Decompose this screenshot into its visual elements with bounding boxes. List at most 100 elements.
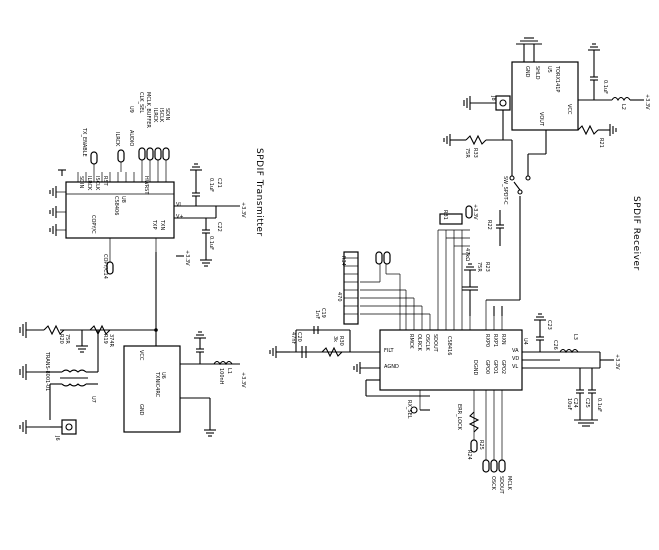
bus-label-0: CLK_SEL — [138, 92, 144, 113]
u8-label-2: COPY/C — [90, 215, 96, 234]
u5-label-2: VCC — [566, 104, 572, 115]
u4-label-3: AGND — [384, 364, 399, 370]
rx-bottom-outputs: ERR_LOCK R24 OSCK SDOUT MCLK R25 — [456, 404, 512, 495]
rx-part-33v-b: +3.3V — [614, 354, 620, 370]
tx-part-r19-val: 374R — [108, 334, 114, 348]
rx-part-01uf-b: 0.1uF — [602, 80, 608, 94]
tx-part-audio: AUDIO — [128, 130, 134, 146]
rx-part-c24: C24 — [572, 398, 578, 408]
rx-part-01uf: 0.1uF — [596, 398, 602, 412]
jack-j6: J6 — [19, 419, 77, 441]
tx-part-ilrck: ILRCK — [114, 132, 120, 147]
rx-filter-network: C19 1nF C20 47nF R30 3k RX_SEL — [269, 308, 430, 419]
tx-part-c21: C21 — [216, 178, 222, 188]
u6-label-2: VCC — [138, 350, 144, 361]
ic-u5: U5 TORX141P VCC VOUT GND SHLD L2 +3.3V 0… — [511, 37, 650, 154]
rx-part-r33: R33 — [472, 148, 478, 158]
tx-part-copyc14: COPY/C14 — [102, 254, 108, 279]
copy-c14-connector: COPY/C14 — [102, 254, 114, 279]
tx-part-r19: R19 — [102, 334, 108, 344]
u4-label-2: FILT — [384, 348, 394, 354]
tx-decoupling: C21 C22 0.1uF 0.1uF +3.3V +3.3V — [174, 163, 246, 267]
u5-label-0: U5 — [546, 66, 552, 73]
u4-label-13: GPO1 — [492, 360, 498, 374]
u4-label-15: RXP0 — [484, 334, 490, 347]
rx-part-r23: R23 — [484, 262, 490, 272]
rx-part-r30: R30 — [338, 336, 344, 346]
u6-label-1: TXNIC4RC — [154, 371, 160, 398]
tx-part-c22: C22 — [216, 222, 222, 232]
rx-part-c19-val: 1nF — [314, 310, 320, 319]
u8-label-3: SDIN — [78, 176, 84, 188]
rx-part-75r-b: 75R — [464, 148, 470, 158]
u4-label-6: OSCLK — [424, 334, 430, 351]
rx-part-r30-val: 3k — [332, 336, 338, 342]
rx-input-routing: R22 R23 75R — [462, 210, 521, 316]
u4-label-10: VL — [512, 364, 518, 370]
rx-power-section: L3 C23 C24 C25 0.1uF 10uF +3.3V C26 — [522, 313, 620, 427]
u8-label-9: TXN — [159, 219, 165, 230]
tx-part-33v-c: +3.3V — [240, 372, 246, 388]
u4-label-0: U4 — [522, 338, 528, 345]
transformer-u7: U7 TRANS-8001-01 — [19, 330, 99, 420]
spdif-transmitter-title: SPDIF Transmitter — [254, 148, 264, 237]
u8-left-grounds — [49, 169, 66, 236]
u4-label-7: SDOUT — [432, 334, 438, 353]
tx-j6-label: J6 — [54, 435, 60, 441]
u5-label-5: SHLD — [534, 66, 540, 80]
u8-label-4: ILRCK — [86, 176, 92, 191]
rx-part-c26: C26 — [552, 340, 558, 350]
rx-part-r31-val: 47kΩ — [464, 248, 470, 261]
switch-spdt: SW_SPDT-C — [502, 153, 546, 220]
u4-label-16: RXP1 — [492, 334, 498, 347]
rx-part-r22: R22 — [486, 220, 492, 230]
tx-part-r20-val: 75R — [64, 334, 70, 344]
bus-label-2: ILRCK — [152, 108, 158, 123]
bus-label-3: ISCLK — [158, 108, 164, 123]
rx-pack-label-1: 470 — [336, 292, 342, 302]
spdif-receiver-title: SPDIF Receiver — [631, 196, 641, 271]
rx-part-r25: R25 — [478, 440, 484, 450]
tx-part-cap-val2: 0.1uF — [208, 236, 214, 250]
tx-part-r20: R20 — [58, 334, 64, 344]
u7-label-0: U7 — [90, 396, 96, 403]
bus-label-4: SDIN — [164, 108, 170, 120]
rx-part-mclk: MCLK — [506, 476, 512, 491]
rx-j8-label: J8 — [490, 95, 496, 101]
u4-label-1: CS8416 — [446, 336, 452, 355]
rx-part-sdout: SDOUT — [498, 476, 504, 495]
u4-label-8: VA — [512, 348, 519, 354]
u4-label-12: GPO0 — [484, 360, 490, 374]
rx-part-errlock: ERR_LOCK — [456, 404, 462, 431]
u4-label-17: RXN — [500, 334, 506, 345]
rx-part-c25: C25 — [584, 398, 590, 408]
ic-u4-cs8416: U4 CS8416 FILT AGND RMCK OLRCK OSCLK SDO… — [379, 230, 528, 460]
rx-part-10uf: 10uF — [566, 398, 572, 411]
rx-part-75r: 75R — [476, 262, 482, 272]
rx-digital-routing: R34 470 R31 47kΩ +3.3V — [336, 204, 478, 330]
rx-part-c20: C20 — [296, 332, 302, 342]
u4-label-9: VD — [512, 356, 519, 362]
tx-part-33v: +3.3V — [240, 202, 246, 218]
rx-part-33v-c: +3.3V — [644, 94, 650, 110]
bus-label-1: MCLK_BUFFER — [145, 92, 151, 128]
u8-label-0: U8 — [120, 196, 126, 203]
u8-label-5: ISCLK — [94, 176, 100, 191]
tx-part-l1-val: 100nH — [218, 368, 224, 385]
tx-part-l1: L1 — [226, 368, 232, 374]
rx-part-osck: OSCK — [490, 476, 496, 491]
ic-u8-cs8406: U8 CS8406 COPY/C SDIN ILRCK ISCLK RST HW… — [56, 160, 184, 262]
u4-label-11: DGND — [472, 360, 478, 375]
u4-label-5: OLRCK — [416, 334, 422, 351]
tx-part-33v-b: +3.3V — [184, 250, 190, 266]
rx-pack-label-0: R34 — [340, 256, 346, 266]
rx-part-rxsel: RX_SEL — [406, 400, 412, 419]
u4-label-14: GPO2 — [500, 360, 506, 374]
u8-label-11: V+ — [176, 214, 184, 220]
u8-label-6: RST — [102, 176, 108, 187]
tx-part-txenable: TX_ENABLE — [81, 127, 87, 157]
u6-label-0: U6 — [160, 372, 166, 379]
u4-label-4: RMCK — [408, 334, 414, 349]
rx-part-33v: +3.3V — [472, 204, 478, 220]
